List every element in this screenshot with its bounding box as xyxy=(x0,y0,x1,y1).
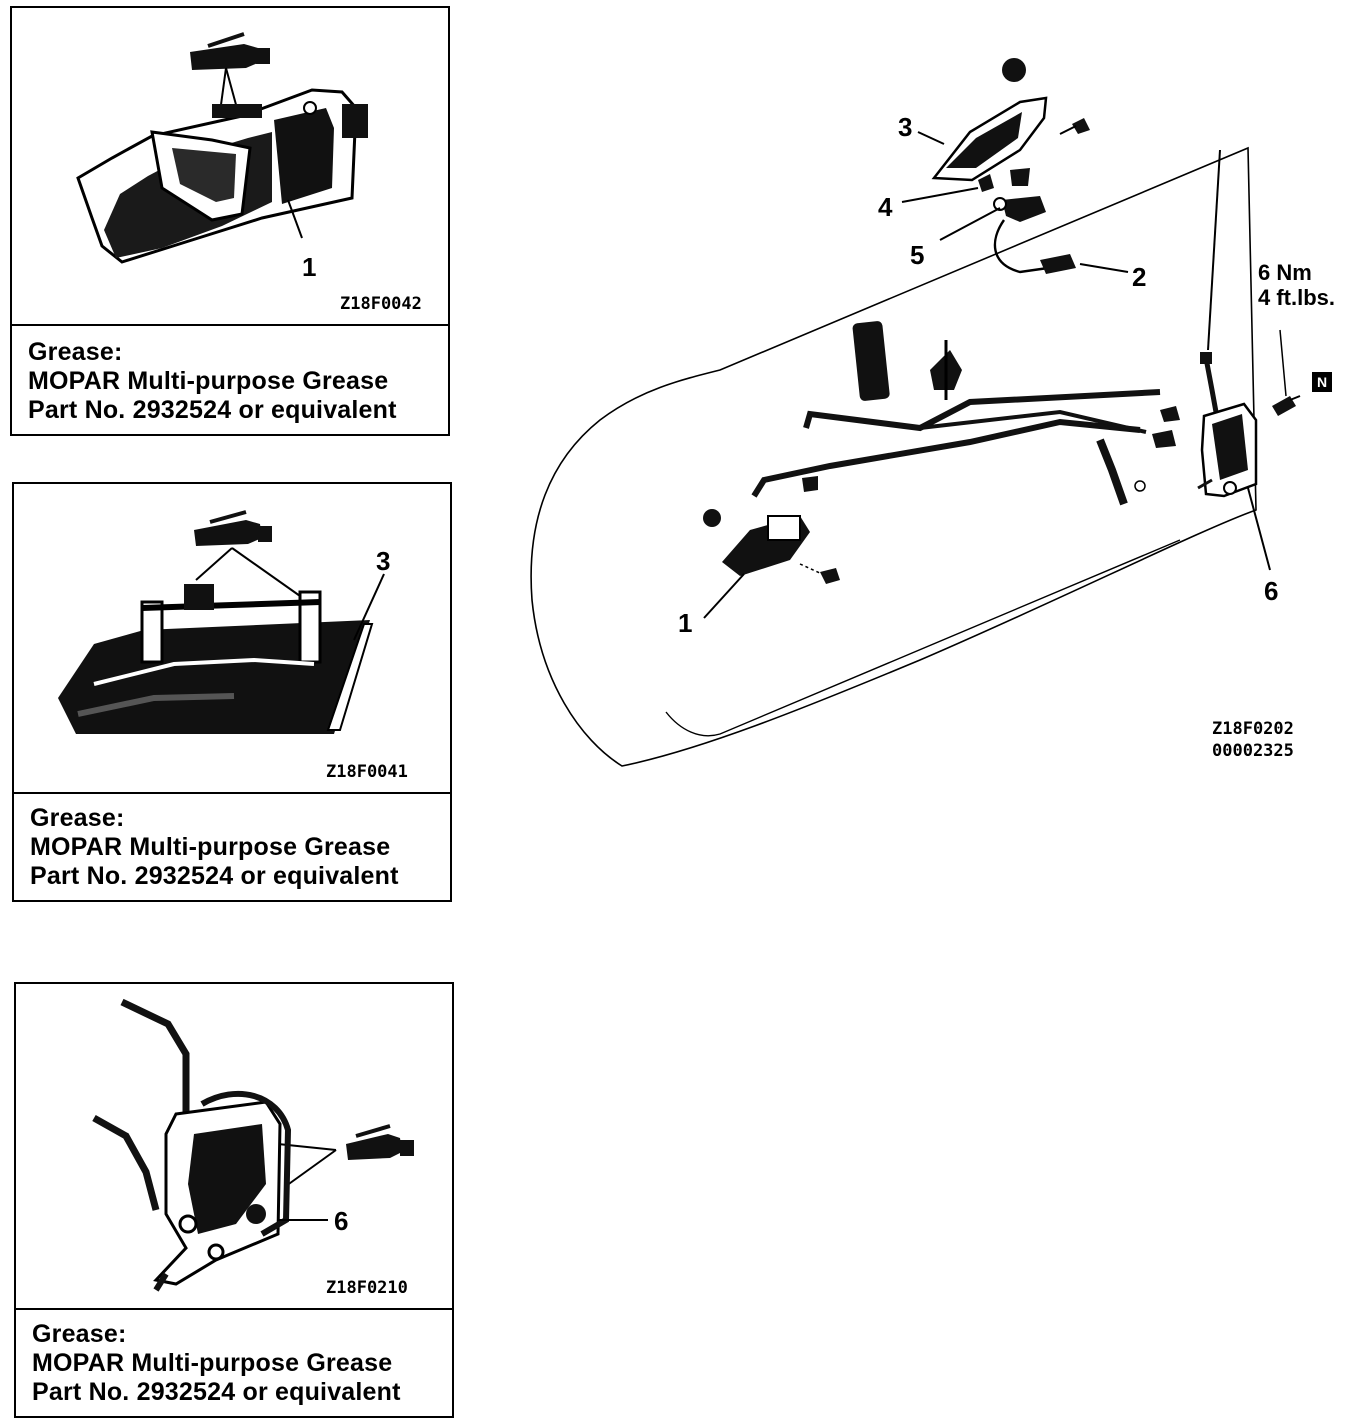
grease-product: MOPAR Multi-purpose Grease xyxy=(28,367,389,395)
grease-note: Grease: MOPAR Multi-purpose Grease Part … xyxy=(30,804,442,891)
grease-panel-door-latch: 6 Z18F0210 Grease: MOPAR Multi-purpose G… xyxy=(14,982,454,1418)
part-2-connector xyxy=(1040,254,1076,274)
grease-heading: Grease: xyxy=(30,804,125,832)
grease-note: Grease: MOPAR Multi-purpose Grease Part … xyxy=(32,1320,444,1407)
grease-gun-icon xyxy=(190,32,270,70)
door-panel-outline xyxy=(530,146,1257,767)
torque-spec: 6 Nm 4 ft.lbs. xyxy=(1258,260,1335,310)
torque-imperial: 4 ft.lbs. xyxy=(1258,285,1336,310)
grease-heading: Grease: xyxy=(32,1320,127,1348)
door-exploded-view: 3 4 5 2 1 6 6 Nm 4 ft.lbs. N Z18F0202 00… xyxy=(500,40,1360,800)
panel-callout: 1 xyxy=(302,252,317,282)
part-1-outside-handle xyxy=(703,509,840,584)
part-3-inside-handle xyxy=(931,58,1090,182)
part-5-lock-knob xyxy=(993,196,1046,222)
inside-handle-part xyxy=(76,88,368,264)
new-part-symbol: N xyxy=(1312,372,1332,392)
callout-1: 1 xyxy=(678,608,693,638)
door-latch-illustration: 6 Z18F0210 xyxy=(16,984,452,1310)
grease-product: MOPAR Multi-purpose Grease xyxy=(30,833,391,861)
grease-panel-inside-handle: 1 Z18F0042 Grease: MOPAR Multi-purpose G… xyxy=(10,6,450,436)
outside-handle-illustration: 3 Z18F0041 xyxy=(14,484,450,794)
panel-callout: 6 xyxy=(334,1206,349,1236)
inside-handle-illustration: 1 Z18F0042 xyxy=(12,8,448,326)
callout-5: 5 xyxy=(910,240,925,270)
callout-6: 6 xyxy=(1264,576,1279,606)
grease-product: MOPAR Multi-purpose Grease xyxy=(32,1349,393,1377)
part-4-bezel xyxy=(978,168,1030,192)
callout-4: 4 xyxy=(878,192,893,222)
illustration-code: Z18F0042 xyxy=(340,294,422,314)
door-latch-part xyxy=(92,998,292,1292)
diagram-code-line2: 00002325 xyxy=(1212,741,1294,761)
part-6-door-latch xyxy=(1197,402,1258,498)
illustration-code: Z18F0210 xyxy=(326,1278,408,1298)
grease-gun-icon xyxy=(346,1124,414,1160)
callout-2: 2 xyxy=(1132,262,1147,292)
illustration-code: Z18F0041 xyxy=(326,762,408,782)
outside-handle-part xyxy=(58,584,374,734)
diagram-code-line1: Z18F0202 xyxy=(1212,719,1294,739)
grease-note: Grease: MOPAR Multi-purpose Grease Part … xyxy=(28,338,440,425)
grease-part-number: Part No. 2932524 or equivalent xyxy=(30,862,399,890)
panel-callout: 3 xyxy=(376,546,391,576)
grease-part-number: Part No. 2932524 or equivalent xyxy=(32,1378,401,1406)
callout-3: 3 xyxy=(898,112,913,142)
grease-part-number: Part No. 2932524 or equivalent xyxy=(28,396,397,424)
grease-gun-icon xyxy=(194,510,272,546)
grease-panel-outside-handle: 3 Z18F0041 Grease: MOPAR Multi-purpose G… xyxy=(12,482,452,902)
torque-metric: 6 Nm xyxy=(1258,260,1312,285)
diagram-code: Z18F0202 00002325 xyxy=(1212,718,1294,762)
grease-heading: Grease: xyxy=(28,338,123,366)
